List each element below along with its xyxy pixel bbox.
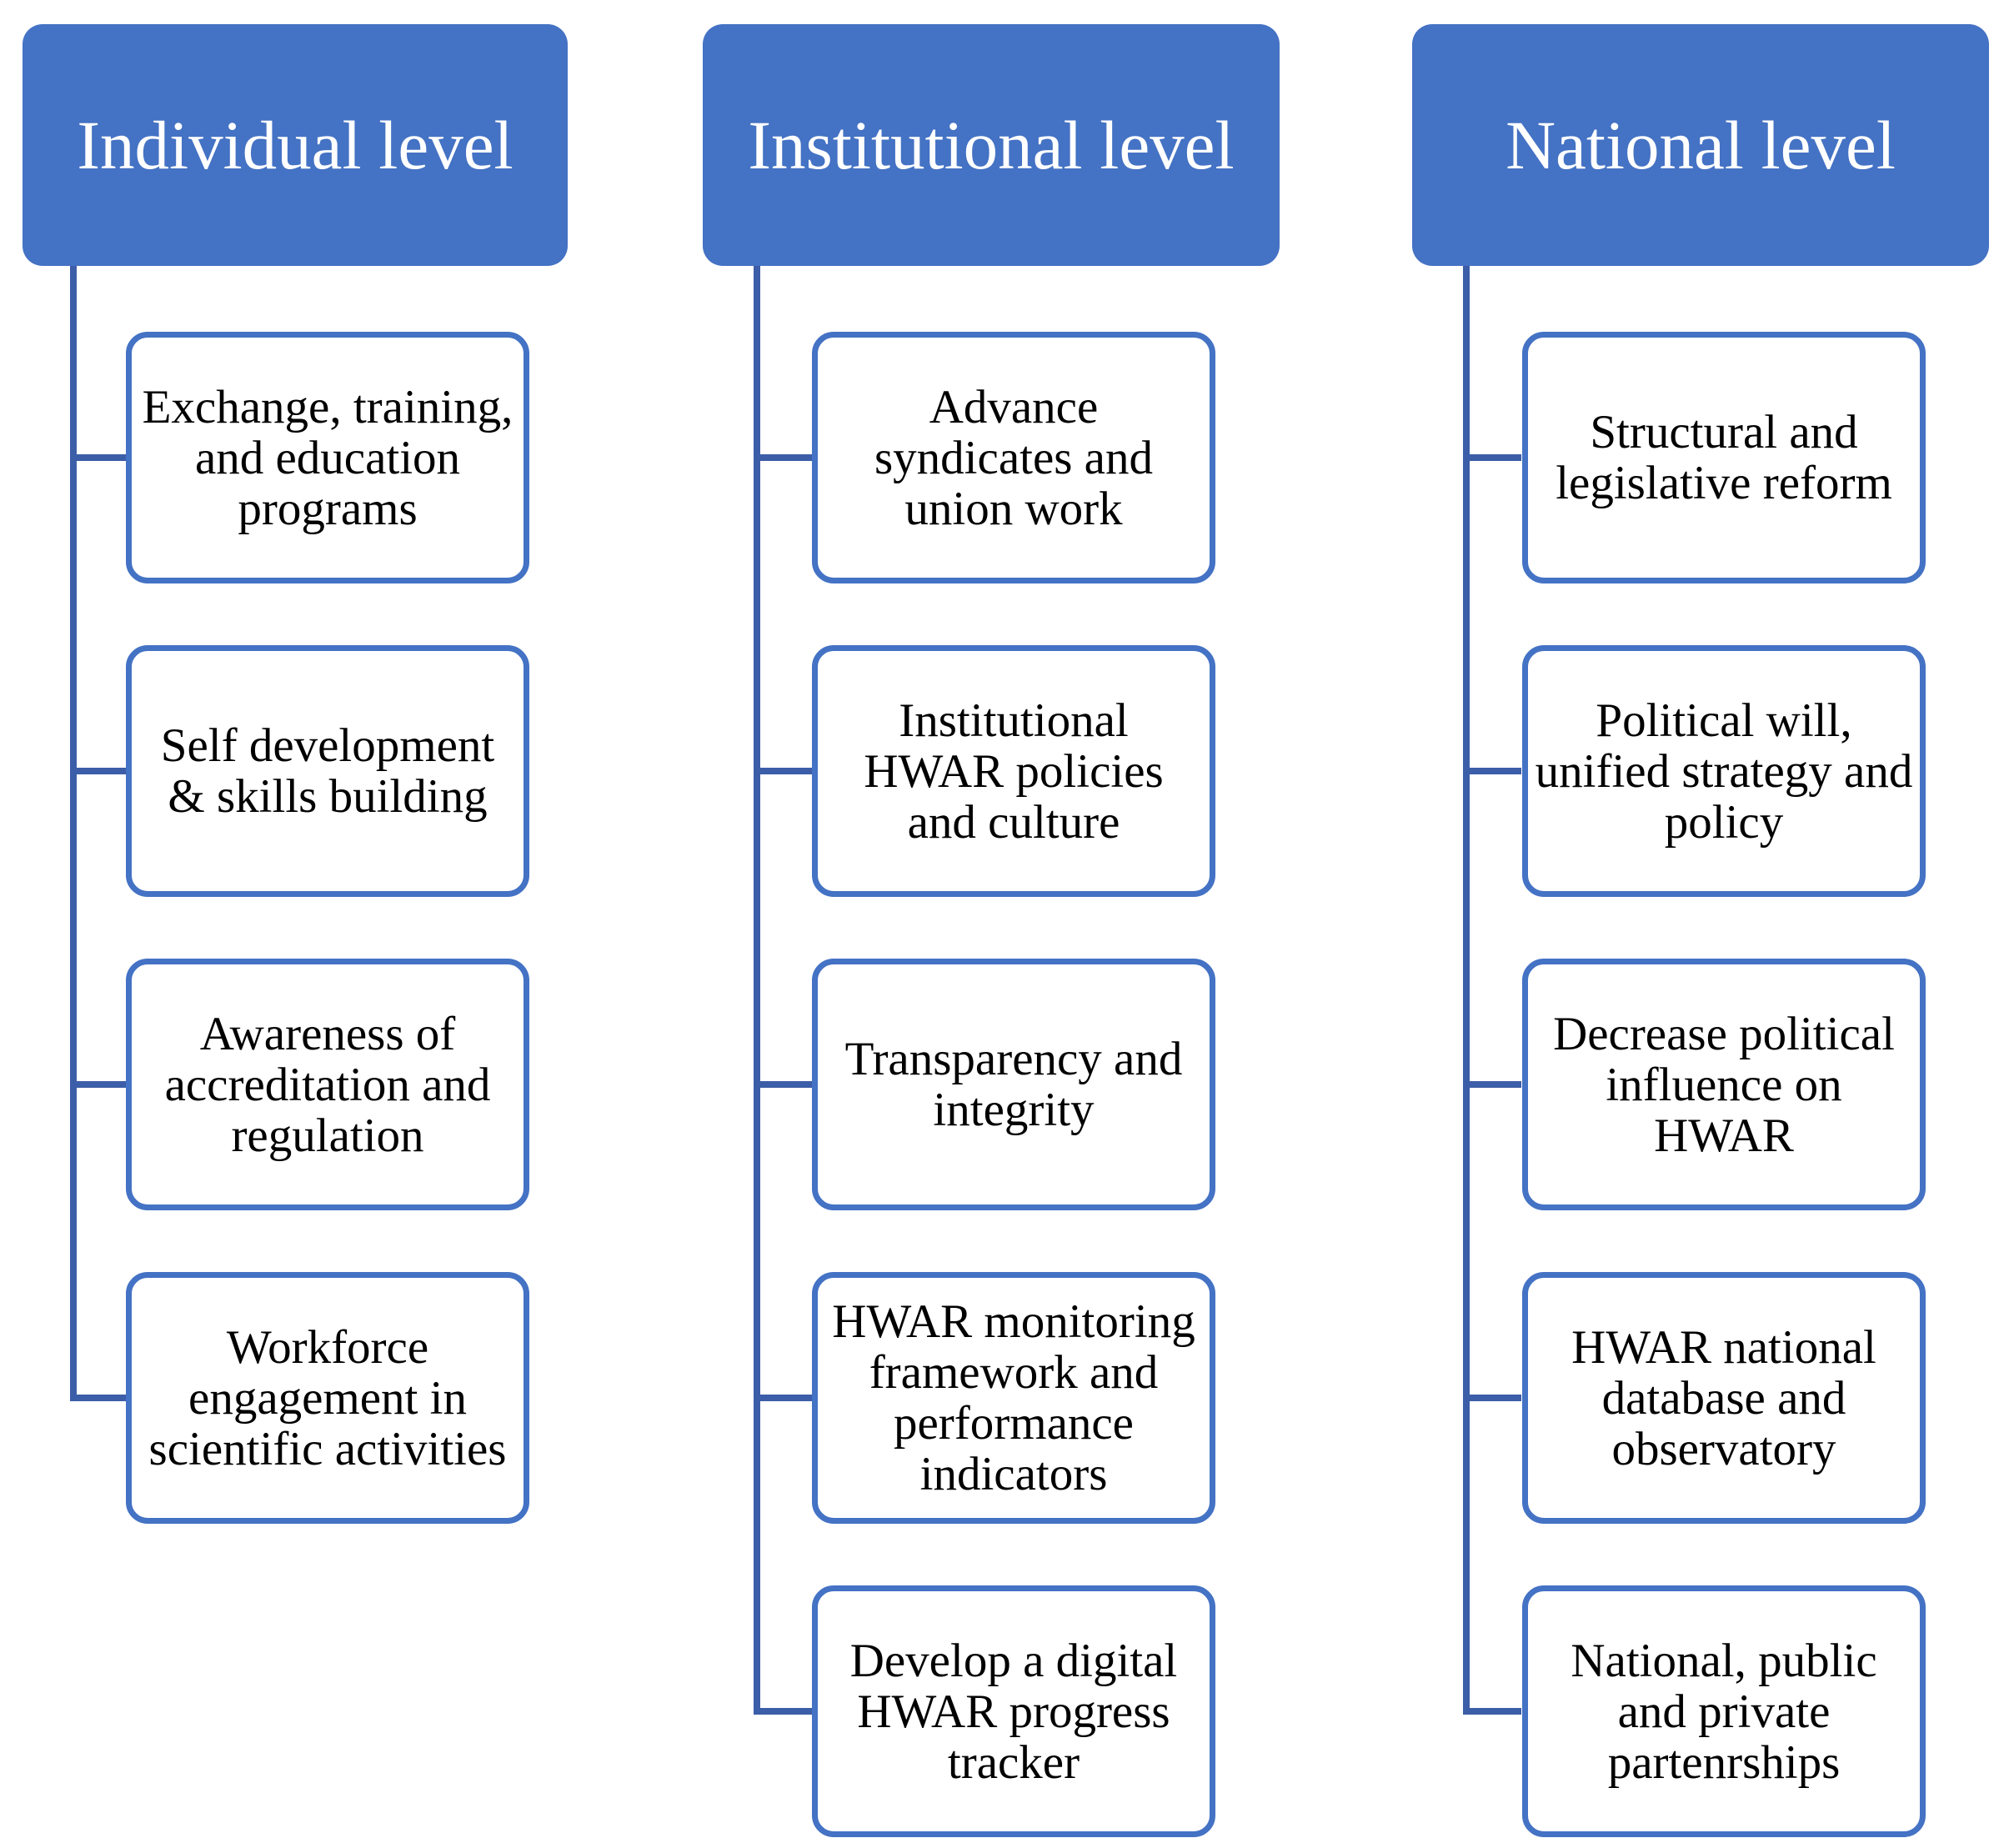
item-label: Decrease political influence on HWAR	[1553, 1007, 1895, 1162]
national-item-card: National, public and private partenrship…	[1522, 1585, 1926, 1837]
item-label: Transparency and integrity	[844, 1033, 1183, 1136]
individual-level-header: Individual level	[23, 24, 568, 266]
individual-connector-branch	[70, 768, 128, 774]
institutional-connector-branch	[754, 768, 812, 774]
individual-item-card: Workforce engagement in scientific activ…	[126, 1272, 529, 1524]
item-label: Self development & skills building	[160, 719, 495, 823]
item-label: Advance syndicates and union work	[874, 380, 1153, 535]
institutional-item-card: HWAR monitoring framework and performanc…	[812, 1272, 1215, 1524]
item-label: Structural and legislative reform	[1556, 406, 1892, 509]
item-label: Institutional HWAR policies and culture	[864, 694, 1164, 849]
institutional-item-card: Transparency and integrity	[812, 959, 1215, 1210]
institutional-item-card: Develop a digital HWAR progress tracker	[812, 1585, 1215, 1837]
item-label: HWAR monitoring framework and performanc…	[832, 1295, 1195, 1500]
individual-item-card: Awareness of accreditation and regulatio…	[126, 959, 529, 1210]
national-item-card: Decrease political influence on HWAR	[1522, 959, 1926, 1210]
individual-connector-branch	[70, 1081, 128, 1088]
national-connector-branch	[1463, 1081, 1521, 1088]
national-connector-branch	[1463, 1395, 1521, 1401]
item-label: Workforce engagement in scientific activ…	[148, 1320, 507, 1475]
item-label: Exchange, training, and education progra…	[142, 380, 514, 535]
national-connector-branch	[1463, 1708, 1521, 1715]
institutional-connector-branch	[754, 1708, 812, 1715]
institutional-item-card: Advance syndicates and union work	[812, 332, 1215, 583]
individual-connector-branch	[70, 1395, 128, 1401]
individual-item-card: Self development & skills building	[126, 645, 529, 897]
national-item-card: Structural and legislative reform	[1522, 332, 1926, 583]
national-item-card: Political will, unified strategy and pol…	[1522, 645, 1926, 897]
institutional-connector-branch	[754, 454, 812, 461]
item-label: National, public and private partenrship…	[1571, 1634, 1877, 1789]
individual-connector-trunk	[70, 266, 77, 1401]
institutional-connector-branch	[754, 1081, 812, 1088]
item-label: Develop a digital HWAR progress tracker	[849, 1634, 1178, 1789]
item-label: Political will, unified strategy and pol…	[1535, 694, 1913, 849]
national-connector-branch	[1463, 768, 1521, 774]
institutional-connector-branch	[754, 1395, 812, 1401]
national-connector-branch	[1463, 454, 1521, 461]
national-connector-trunk	[1463, 266, 1470, 1715]
item-label: HWAR national database and observatory	[1571, 1320, 1876, 1475]
item-label: Awareness of accreditation and regulatio…	[164, 1007, 491, 1162]
individual-connector-branch	[70, 454, 128, 461]
national-level-header: National level	[1412, 24, 1989, 266]
institutional-level-header: Institutional level	[703, 24, 1280, 266]
institutional-item-card: Institutional HWAR policies and culture	[812, 645, 1215, 897]
institutional-connector-trunk	[754, 266, 760, 1715]
individual-item-card: Exchange, training, and education progra…	[126, 332, 529, 583]
national-item-card: HWAR national database and observatory	[1522, 1272, 1926, 1524]
